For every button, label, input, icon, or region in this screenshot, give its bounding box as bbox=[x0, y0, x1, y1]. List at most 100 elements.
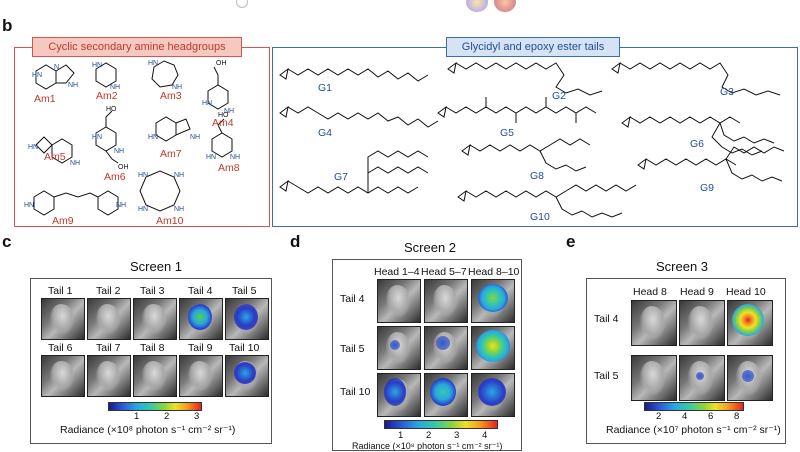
colorbar-tick: 8 bbox=[734, 411, 740, 422]
svg-text:NH: NH bbox=[70, 160, 80, 167]
panel-c-letter: c bbox=[2, 232, 12, 251]
bioluminescence-signal bbox=[742, 370, 754, 382]
tail-label: G10 bbox=[530, 211, 550, 223]
head-label: Head 8 bbox=[633, 286, 667, 298]
tail-label: Tail 6 bbox=[48, 342, 73, 354]
radiance-label: Radiance (×10⁷ photon s⁻¹ cm⁻² sr⁻¹) bbox=[606, 424, 781, 436]
tail-label: Tail 1 bbox=[48, 285, 73, 297]
tail-row-label: Tail 5 bbox=[594, 370, 619, 382]
svg-text:OH: OH bbox=[118, 164, 129, 171]
tail-label: G3 bbox=[720, 86, 735, 98]
mouse-image bbox=[87, 355, 131, 397]
tail-label: Tail 7 bbox=[96, 342, 121, 354]
bioluminescence-signal bbox=[430, 378, 456, 406]
mouse-image bbox=[41, 298, 85, 340]
tail-label: Tail 3 bbox=[140, 285, 165, 297]
bioluminescence-signal bbox=[384, 378, 406, 406]
amine-label: Am6 bbox=[104, 171, 126, 183]
svg-text:HN: HN bbox=[24, 202, 34, 209]
tail-label: Tail 2 bbox=[96, 285, 121, 297]
panel-b-letter: b bbox=[2, 16, 13, 35]
tail-label: G1 bbox=[318, 82, 333, 94]
bioluminescence-signal bbox=[188, 304, 212, 330]
nanoparticle-icon bbox=[494, 0, 516, 12]
svg-text:HN: HN bbox=[32, 72, 42, 79]
bioluminescence-signal bbox=[478, 284, 508, 312]
colorbar-tick: 4 bbox=[482, 430, 488, 441]
svg-text:HO: HO bbox=[218, 112, 229, 119]
colorbar-tick: 2 bbox=[164, 411, 170, 422]
panel-e-letter: e bbox=[566, 232, 576, 251]
colorbar-tick: 4 bbox=[682, 411, 688, 422]
svg-text:OH: OH bbox=[216, 60, 227, 67]
tail-row-label: Tail 10 bbox=[340, 386, 371, 398]
screen-1-title: Screen 1 bbox=[130, 259, 183, 274]
svg-text:HN: HN bbox=[148, 134, 158, 141]
colorbar bbox=[108, 402, 202, 411]
head-label: Head 10 bbox=[726, 286, 766, 298]
svg-text:HN: HN bbox=[138, 206, 148, 213]
bioluminescence-signal bbox=[732, 304, 764, 336]
tail-label: G5 bbox=[500, 127, 515, 139]
svg-text:NH: NH bbox=[114, 148, 124, 155]
nanoparticle-icon bbox=[466, 0, 488, 12]
mouse-image bbox=[631, 300, 677, 346]
mouse-image bbox=[631, 355, 677, 401]
tail-label: G4 bbox=[318, 127, 333, 139]
tail-label: G6 bbox=[690, 138, 705, 150]
colorbar-tick: 2 bbox=[656, 411, 662, 422]
mouse-image bbox=[87, 298, 131, 340]
tail-label: Tail 4 bbox=[188, 285, 213, 297]
tail-label: G2 bbox=[552, 90, 567, 102]
amine-label: Am3 bbox=[160, 90, 182, 102]
bioluminescence-signal bbox=[436, 336, 450, 350]
amine-structures: HN N NH HN NH HN NH OH HN NH HN NH HO HN NH OH HN N… bbox=[24, 60, 240, 216]
amine-label: Am10 bbox=[156, 215, 184, 227]
screen-1-frame bbox=[30, 278, 272, 444]
svg-text:N: N bbox=[54, 64, 59, 71]
svg-text:HN: HN bbox=[202, 100, 212, 107]
amine-label: Am9 bbox=[52, 215, 74, 227]
radiance-label: Radiance (×10⁸ photon s⁻¹ cm⁻² sr⁻¹) bbox=[60, 424, 236, 436]
svg-text:NH: NH bbox=[174, 206, 184, 213]
bioluminescence-signal bbox=[696, 372, 704, 380]
amine-label: Am7 bbox=[160, 148, 182, 160]
bioluminescence-signal bbox=[476, 330, 510, 362]
head-label: Head 1–4 bbox=[374, 266, 420, 278]
tail-label: Tail 5 bbox=[232, 285, 257, 297]
colorbar-tick: 1 bbox=[134, 411, 140, 422]
svg-text:NH: NH bbox=[190, 134, 200, 141]
tail-row-label: Tail 4 bbox=[340, 293, 365, 305]
radiance-label: Radiance (×10⁸ photon s⁻¹ cm⁻² sr⁻¹) bbox=[352, 441, 503, 451]
svg-text:NH: NH bbox=[174, 172, 184, 179]
svg-text:NH: NH bbox=[110, 84, 120, 91]
tail-structures bbox=[279, 61, 785, 218]
tail-title: Glycidyl and epoxy ester tails bbox=[446, 37, 620, 57]
mouse-image bbox=[41, 355, 85, 397]
svg-text:HN: HN bbox=[28, 144, 38, 151]
svg-text:HN: HN bbox=[92, 62, 102, 69]
svg-text:HN: HN bbox=[138, 172, 148, 179]
tail-label: G8 bbox=[530, 170, 545, 182]
nanoparticle-icon bbox=[236, 0, 248, 8]
tail-label: G7 bbox=[334, 171, 349, 183]
amine-label: Am1 bbox=[34, 93, 56, 105]
mouse-image bbox=[679, 300, 725, 346]
mouse-image bbox=[133, 355, 177, 397]
colorbar-tick: 6 bbox=[708, 411, 714, 422]
screen-3-title: Screen 3 bbox=[656, 259, 709, 274]
bioluminescence-signal bbox=[234, 362, 256, 384]
tail-label: Tail 10 bbox=[229, 342, 260, 354]
colorbar-tick: 2 bbox=[426, 430, 432, 441]
svg-text:HN: HN bbox=[148, 60, 158, 67]
screen-3-frame bbox=[586, 278, 786, 444]
svg-text:NH: NH bbox=[68, 82, 78, 89]
svg-text:HN: HN bbox=[92, 134, 102, 141]
mouse-image bbox=[179, 355, 223, 397]
svg-text:NH: NH bbox=[116, 202, 126, 209]
colorbar-tick: 3 bbox=[194, 411, 200, 422]
svg-text:NH: NH bbox=[172, 84, 182, 91]
svg-text:NH: NH bbox=[224, 108, 234, 115]
colorbar bbox=[644, 402, 744, 411]
amine-label: Am2 bbox=[96, 90, 118, 102]
